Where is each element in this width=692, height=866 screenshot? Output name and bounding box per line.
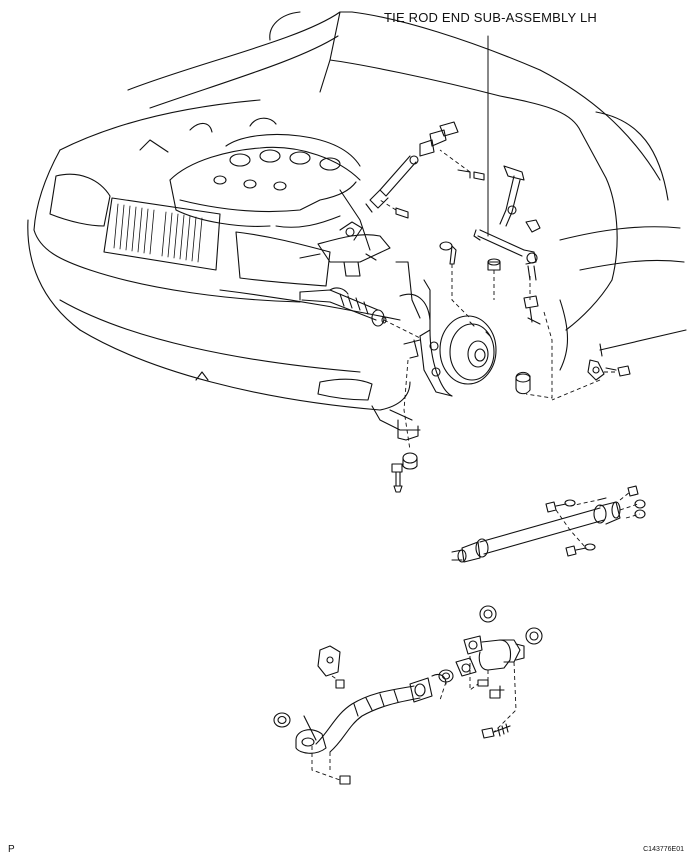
knuckle-fasteners bbox=[440, 242, 540, 394]
figure-code: C143776E01 bbox=[643, 846, 684, 853]
exhaust-bracket bbox=[318, 646, 350, 784]
exhaust-center-joint bbox=[456, 636, 524, 738]
vehicle-body-outline bbox=[28, 12, 686, 410]
tie-rod-end-sub-assembly bbox=[474, 220, 540, 280]
propeller-shaft-fasteners bbox=[546, 486, 645, 556]
footer-left-mark: P bbox=[8, 844, 15, 855]
front-exhaust-pipe bbox=[296, 674, 446, 753]
body-side-bracket bbox=[588, 344, 630, 380]
engine-assembly bbox=[140, 118, 370, 250]
lower-arm-bracket bbox=[372, 406, 420, 492]
front-drive-shaft bbox=[300, 288, 386, 326]
exhaust-gaskets bbox=[274, 606, 542, 727]
tie-rod-end-label: TIE ROD END SUB-ASSEMBLY LH bbox=[384, 10, 597, 25]
steering-knuckle-hub bbox=[396, 262, 496, 396]
steering-rack-assembly bbox=[300, 222, 390, 276]
stabilizer-link bbox=[500, 166, 524, 226]
propeller-shaft bbox=[452, 502, 620, 562]
steering-intermediate-shaft bbox=[366, 122, 484, 218]
assembly-guide-lines bbox=[312, 150, 640, 780]
